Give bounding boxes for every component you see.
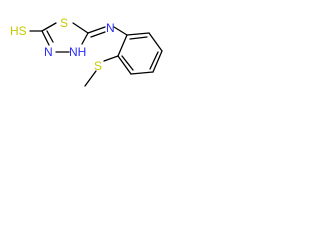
bond-ph-inner-c — [121, 55, 134, 71]
atom-exo-n-label: N — [106, 21, 115, 35]
bond-ph-inner-a — [129, 36, 148, 40]
bond-ph-4-5 — [130, 71, 154, 75]
bond-ph-smethyl — [103, 55, 119, 62]
bond-c2-s1 — [41, 22, 57, 32]
bond-c5-exon-double — [90, 31, 106, 38]
bond-smethyl-ch3 — [84, 70, 97, 87]
atom-ring-s-label: S — [60, 16, 68, 30]
bond-ph-6-1 — [117, 34, 128, 57]
bond-c5-exon — [87, 26, 106, 34]
structure-drawing: HS S NH N N S — [10, 16, 163, 87]
bond-n3-c2 — [41, 30, 50, 46]
bond-ph-1-2 — [126, 32, 150, 36]
bond-ph-2-3 — [148, 32, 163, 52]
bond-ph-3-4 — [152, 50, 163, 73]
bond-s1-c5 — [72, 22, 89, 34]
bond-ph-inner-b — [149, 51, 159, 70]
molecule-diagram: HS S NH N N S — [0, 0, 184, 114]
atom-hs-label: HS — [10, 24, 27, 38]
atom-ring-nh-label: NH — [69, 45, 86, 59]
atom-ring-n-label: N — [44, 45, 53, 59]
bond-exon-ph — [113, 26, 128, 36]
bond-c5-nh4 — [81, 32, 89, 45]
atom-methyl-s-label: S — [94, 59, 102, 73]
bond-n3-c2-inner — [46, 30, 54, 43]
bond-ph-5-6 — [117, 55, 132, 75]
